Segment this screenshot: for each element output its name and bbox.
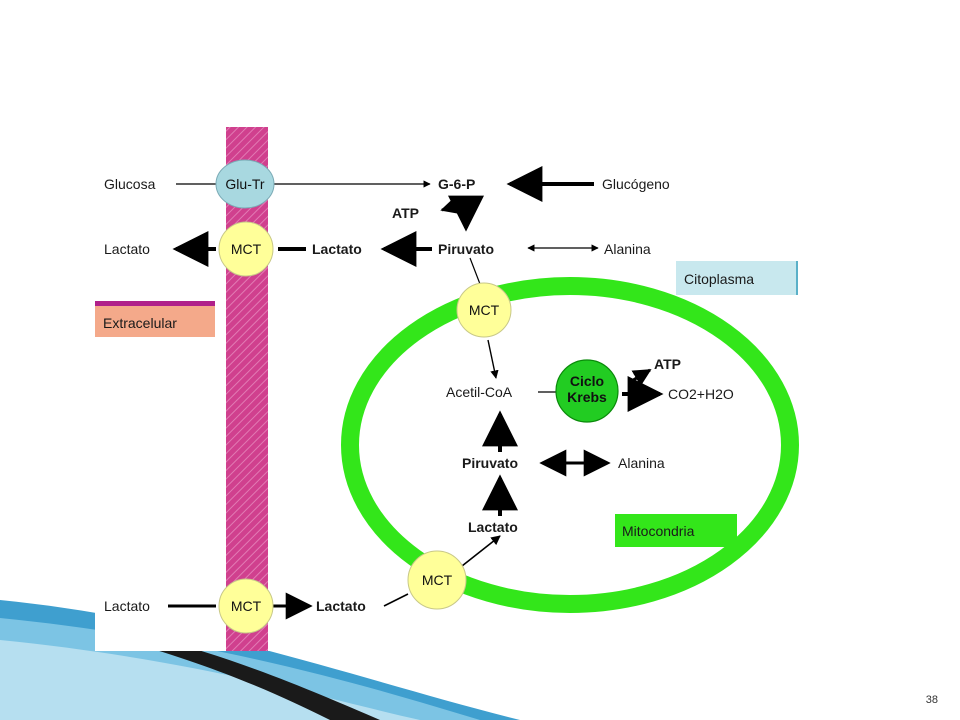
atp-label-top: ATP: [392, 205, 419, 221]
lactato-mito-label: Lactato: [468, 519, 518, 535]
piruvato-mito-label: Piruvato: [462, 455, 518, 471]
krebs-line1: Ciclo: [570, 373, 604, 389]
piruvato-cytoplasm-label: Piruvato: [438, 241, 494, 257]
glucosa-label: Glucosa: [104, 176, 156, 192]
lactato-cytoplasm-label: Lactato: [312, 241, 362, 257]
metabolite-labels: Glucosa G-6-P Glucógeno ATP Lactato Lact…: [104, 176, 734, 614]
extracellular-label: Extracelular: [103, 315, 177, 331]
mct-transporter-bottom: MCT: [218, 578, 274, 634]
lactato-extracellular-bottom-label: Lactato: [104, 598, 150, 614]
alanina-cytoplasm-label: Alanina: [604, 241, 651, 257]
glu-tr-label: Glu-Tr: [225, 176, 264, 192]
mitochondria-membrane: [341, 277, 799, 613]
mct-label: MCT: [422, 572, 453, 588]
mitochondria-region-label: Mitocondria: [615, 514, 737, 547]
krebs-line2: Krebs: [567, 389, 607, 405]
pathway-arrows: [168, 166, 664, 620]
mct-label: MCT: [231, 241, 262, 257]
mct-label: MCT: [469, 302, 500, 318]
lactato-extracellular-top-label: Lactato: [104, 241, 150, 257]
mct-transporter-mito-bottom: MCT: [407, 550, 467, 610]
mitochondria-label: Mitocondria: [622, 523, 695, 539]
cell-membrane: [226, 127, 268, 651]
cytoplasm-region-label: Citoplasma: [676, 261, 798, 295]
cytoplasm-label: Citoplasma: [684, 271, 754, 287]
slide-number: 38: [925, 694, 938, 706]
lactato-cytoplasm-bottom-label: Lactato: [316, 598, 366, 614]
glucogeno-label: Glucógeno: [602, 176, 670, 192]
mct-transporter-top: MCT: [218, 221, 274, 277]
mct-transporter-mito-top: MCT: [456, 282, 512, 338]
alanina-mito-label: Alanina: [618, 455, 665, 471]
krebs-cycle-node: Ciclo Krebs: [555, 359, 619, 423]
mct-label: MCT: [231, 598, 262, 614]
glu-tr-transporter: Glu-Tr: [215, 159, 275, 209]
co2-h2o-label: CO2+H2O: [668, 386, 734, 402]
extracellular-region-label: Extracelular: [95, 301, 215, 337]
atp-label-mito: ATP: [654, 356, 681, 372]
g6p-label: G-6-P: [438, 176, 475, 192]
acetil-coa-label: Acetil-CoA: [446, 384, 513, 400]
